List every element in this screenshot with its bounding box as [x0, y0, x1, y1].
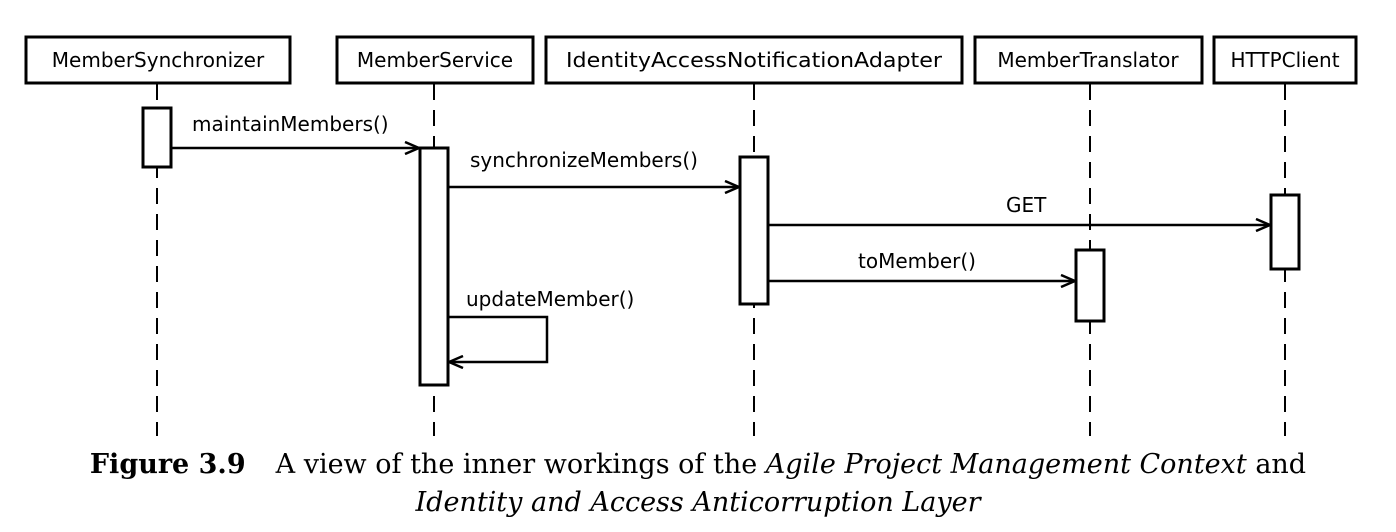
- message-label: GET: [1006, 193, 1047, 217]
- caption-text-before: A view of the inner workings of the: [275, 449, 766, 480]
- message-synchronizemembers: synchronizeMembers(): [448, 148, 739, 187]
- participant-httpclient: HTTPClient: [1212, 35, 1358, 85]
- participant-memberservice: MemberService: [335, 35, 535, 85]
- participant-membertranslator: MemberTranslator: [973, 35, 1204, 85]
- activation-memberservice: [418, 146, 450, 387]
- caption-label: Figure 3.9: [89, 449, 246, 480]
- activation-httpclient: [1269, 193, 1301, 271]
- sequence-diagram: MemberSynchronizer MemberService Identit…: [24, 35, 1358, 436]
- message-maintainmembers: maintainMembers(): [171, 112, 419, 148]
- message-updatemember: updateMember(): [448, 287, 634, 362]
- participant-membersynchronizer: MemberSynchronizer: [24, 35, 292, 85]
- participant-box: [1212, 35, 1358, 85]
- message-label: maintainMembers(): [192, 112, 389, 136]
- participant-label: MemberSynchronizer: [52, 48, 265, 72]
- participant-identityaccessnotificationadapter: IdentityAccessNotificationAdapter: [544, 35, 964, 85]
- message-label: synchronizeMembers(): [470, 148, 698, 172]
- participant-box: [335, 35, 535, 85]
- caption-line-1: Figure 3.9 A view of the inner workings o…: [0, 446, 1396, 484]
- activation-membertranslator: [1074, 248, 1106, 323]
- participant-label: HTTPClient: [1230, 48, 1339, 72]
- caption-text-middle: and: [1246, 449, 1307, 480]
- message-tomember: toMember(): [768, 249, 1075, 281]
- activation-membersynchronizer: [141, 106, 173, 169]
- message-label: toMember(): [858, 249, 976, 273]
- caption-italic-context: Agile Project Management Context: [765, 449, 1247, 480]
- message-label: updateMember(): [466, 287, 634, 311]
- participant-box: [544, 35, 964, 85]
- activation-identityaccessnotificationadapter: [738, 155, 770, 306]
- participant-box: [24, 35, 292, 85]
- message-get: GET: [768, 193, 1270, 225]
- participant-label: IdentityAccessNotificationAdapter: [566, 48, 943, 72]
- figure-caption: Figure 3.9 A view of the inner workings o…: [0, 446, 1396, 522]
- participant-label: MemberTranslator: [997, 48, 1179, 72]
- lifelines: [156, 84, 1286, 436]
- activations: [141, 106, 1301, 387]
- participant-label: MemberService: [357, 48, 513, 72]
- participant-box: [973, 35, 1204, 85]
- message-self-arrow: [448, 315, 549, 362]
- caption-line-2: Identity and Access Anticorruption Layer: [415, 487, 981, 518]
